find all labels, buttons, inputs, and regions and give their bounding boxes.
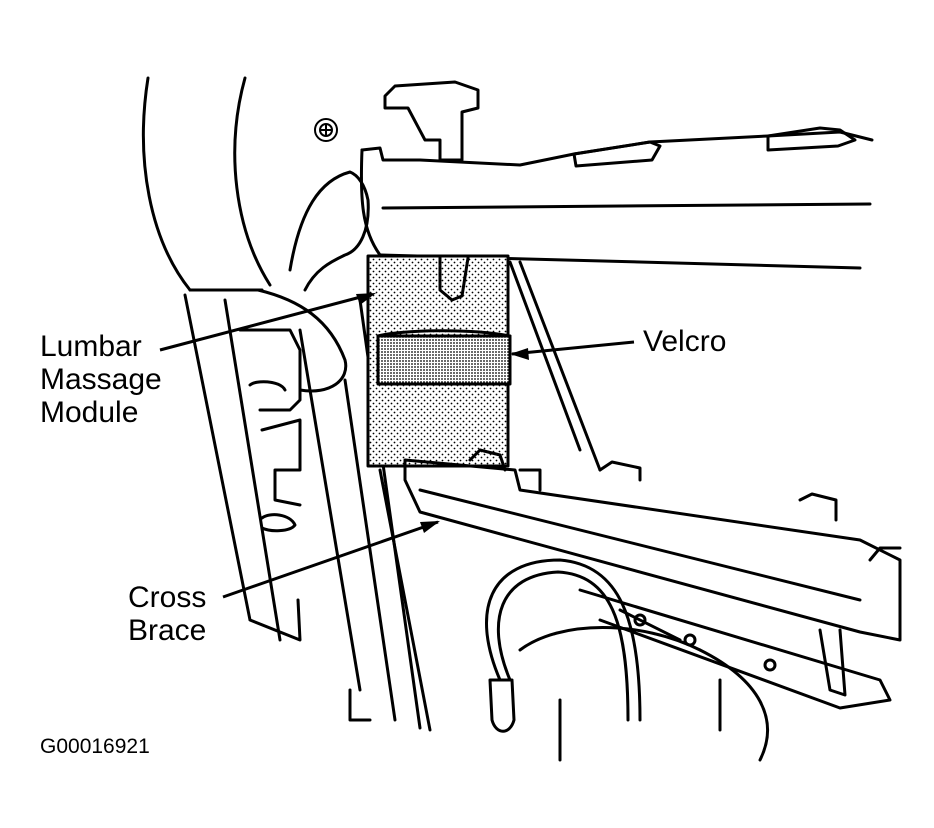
seat-frame-inner-left <box>233 76 272 287</box>
velcro-label: Velcro <box>643 325 727 358</box>
cable <box>485 558 642 722</box>
cross-brace-label-line1: Cross <box>128 581 207 614</box>
seat-frame-outer-left <box>141 76 192 292</box>
cross-brace <box>403 458 902 642</box>
bolt-icon <box>314 118 338 142</box>
lumbar-label-line1: Lumbar <box>40 330 142 363</box>
top-frame-tube <box>360 130 874 167</box>
figure-code: G00016921 <box>40 735 150 758</box>
frame-post <box>223 298 282 642</box>
velcro-strap <box>376 334 512 386</box>
cross-brace-label: Cross Brace <box>128 581 206 647</box>
upper-curved-panel <box>288 170 370 292</box>
lower-rail <box>578 588 892 710</box>
cross-brace-arrowhead <box>420 521 440 533</box>
lumbar-massage-module-label: Lumbar Massage Module <box>40 330 162 429</box>
lumbar-arrowhead <box>356 293 376 305</box>
lumbar-leader <box>159 292 373 352</box>
lumbar-label-line2: Massage <box>40 363 162 396</box>
top-clip <box>383 80 480 162</box>
seat-frame-rail <box>183 293 302 642</box>
velcro-leader <box>511 340 635 356</box>
velcro-arrowhead <box>510 348 529 360</box>
lumbar-label-line3: Module <box>40 396 139 429</box>
cross-brace-leader <box>222 520 439 599</box>
cross-brace-label-line2: Brace <box>128 614 207 647</box>
